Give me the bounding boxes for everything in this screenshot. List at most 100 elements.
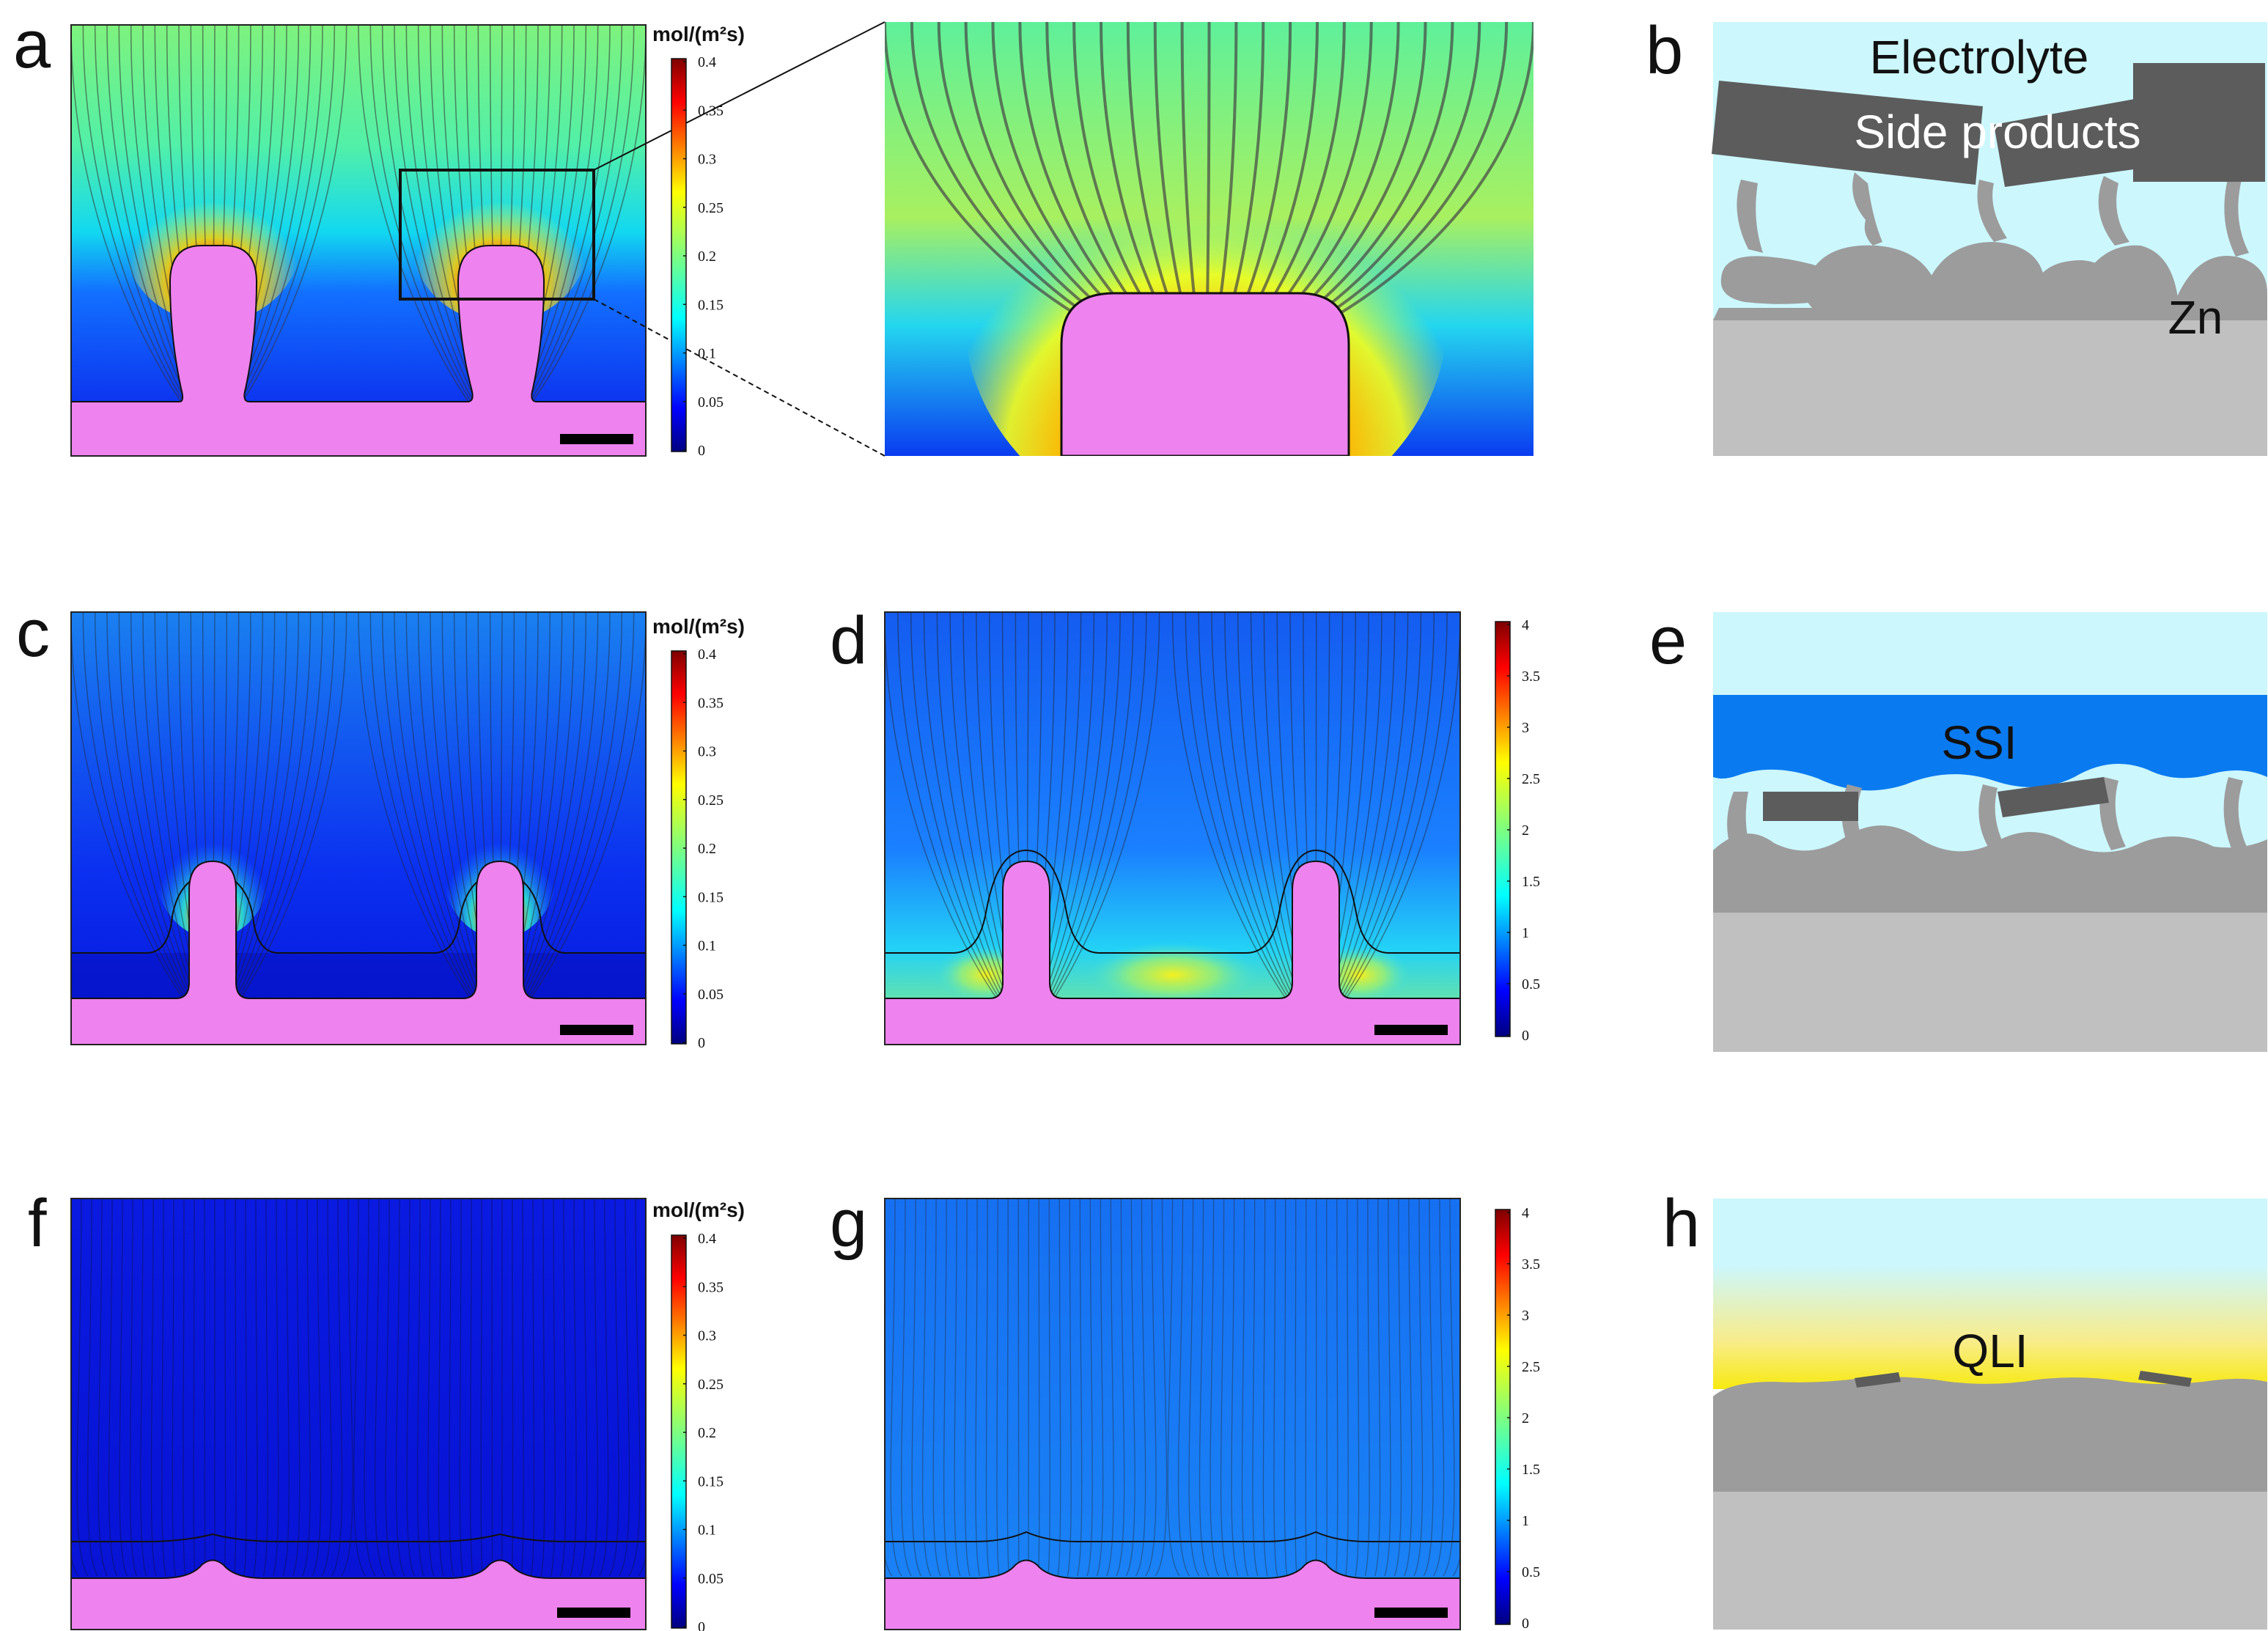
panel-c: c <box>16 596 647 1045</box>
streamline <box>172 1199 177 1577</box>
streamline <box>531 1199 535 1577</box>
streamline <box>1325 22 1509 317</box>
streamline <box>1048 1199 1050 1577</box>
colorbar-tick-label: 2 <box>1522 822 1529 839</box>
colorbar-unit-a: mol/(m²s) <box>652 23 745 45</box>
streamline <box>628 1199 641 1577</box>
colorbar-tick-label: 0 <box>1522 1616 1529 1631</box>
streamline <box>233 1199 237 1577</box>
streamline <box>1045 612 1134 1005</box>
streamline <box>118 612 196 1005</box>
streamline <box>312 1199 322 1577</box>
streamline <box>1125 1199 1135 1577</box>
streamline <box>570 1199 577 1577</box>
streamline <box>589 1199 598 1577</box>
streamline <box>523 612 635 1005</box>
label-qli: QLI <box>1952 1325 2028 1377</box>
streamline <box>1336 612 1435 1005</box>
streamline <box>331 1199 343 1577</box>
streamline <box>273 1199 279 1577</box>
streamline <box>521 612 623 1005</box>
zinc-electrode-g <box>885 1559 1460 1630</box>
streamline <box>1331 612 1409 1005</box>
streamline <box>985 1199 990 1577</box>
colorbar-tick-label: 4 <box>1522 1205 1529 1221</box>
colorbar-unit-c: mol/(m²s) <box>652 615 745 638</box>
colorbar-tick-label: 0.1 <box>698 1523 716 1539</box>
streamline <box>358 612 475 1005</box>
colorbar-tick-label: 0.25 <box>698 1377 724 1393</box>
streamline <box>82 612 190 1005</box>
streamline <box>1177 1199 1190 1577</box>
colorbar-tick-label: 3.5 <box>1522 1256 1540 1273</box>
streamline <box>1284 1199 1288 1577</box>
colorbar-tick-label: 3 <box>1522 1308 1529 1324</box>
zoom-panel <box>885 22 1534 456</box>
streamline <box>108 1199 118 1577</box>
zoom-box <box>399 169 595 301</box>
panel-label-c: c <box>16 596 50 671</box>
panel-label-e: e <box>1649 603 1687 678</box>
zinc-electrode-d <box>885 860 1460 1045</box>
panel-f: f <box>28 1186 647 1630</box>
streamline <box>416 1199 425 1577</box>
streamline <box>1188 1199 1200 1577</box>
colorbar-tick-label: 1.5 <box>1522 874 1540 890</box>
streamline <box>1393 1199 1402 1577</box>
streamline <box>1116 1199 1125 1577</box>
streamline <box>1155 1199 1168 1577</box>
streamline <box>1341 612 1460 1005</box>
scale-bar-f <box>557 1608 630 1618</box>
boundary-line-d <box>885 849 1460 954</box>
streamline <box>341 1199 353 1577</box>
colorbar-tick-label: 1 <box>1522 1513 1529 1529</box>
scale-bar-c <box>560 1025 633 1035</box>
streamline <box>1199 1199 1210 1577</box>
colorbar-tick-label: 0.5 <box>1522 976 1540 993</box>
streamline <box>358 25 475 411</box>
streamline <box>1185 612 1293 1005</box>
streamline <box>1335 1199 1339 1577</box>
panel-label-f: f <box>28 1186 47 1261</box>
side-products-b <box>1712 63 2265 187</box>
streamline <box>964 1199 971 1577</box>
streamline <box>1364 1199 1370 1577</box>
streamline <box>1325 1199 1328 1577</box>
streamline <box>1006 1199 1010 1577</box>
streamline <box>282 1199 290 1577</box>
colorbar-tick-label: 2.5 <box>1522 1359 1540 1375</box>
streamline <box>1252 1199 1259 1577</box>
colorbar-tick-label: 0.4 <box>698 54 716 70</box>
streamline <box>520 1199 524 1577</box>
streamline <box>381 25 479 411</box>
streamline <box>234 612 336 1005</box>
streamline <box>480 1199 483 1577</box>
deposits-e <box>1713 777 2267 913</box>
streamline <box>385 1199 396 1577</box>
colorbar-tick-label: 2 <box>1522 1410 1529 1426</box>
colorbar-tick-label: 0.05 <box>698 987 724 1003</box>
streamline <box>1273 1199 1278 1577</box>
side-products-h <box>1855 1371 2192 1388</box>
streamline <box>932 1199 941 1577</box>
colorbar-a: mol/(m²s) 00.050.10.150.20.250.30.350.4 <box>652 23 745 459</box>
streamline <box>1211 612 1298 1005</box>
colorbar-tick-label: 0.35 <box>698 103 724 119</box>
streamline <box>449 1199 454 1577</box>
streamline <box>129 1199 138 1577</box>
streamline <box>1241 1199 1249 1577</box>
streamline <box>229 612 312 1005</box>
streamline <box>369 612 477 1005</box>
streamline <box>1432 1199 1445 1577</box>
streamline <box>321 1199 332 1577</box>
streamline <box>1423 1199 1434 1577</box>
streamline <box>369 25 477 411</box>
streamline <box>1443 1199 1455 1577</box>
boundary-line-c <box>71 871 646 954</box>
colorbar-tick-label: 0 <box>698 443 705 459</box>
colorbar-unit-f: mol/(m²s) <box>652 1199 745 1221</box>
panel-a: a <box>13 7 647 457</box>
colorbar-tick-label: 3.5 <box>1522 669 1540 685</box>
streamline <box>910 22 1089 317</box>
scale-bar-a <box>560 434 633 444</box>
